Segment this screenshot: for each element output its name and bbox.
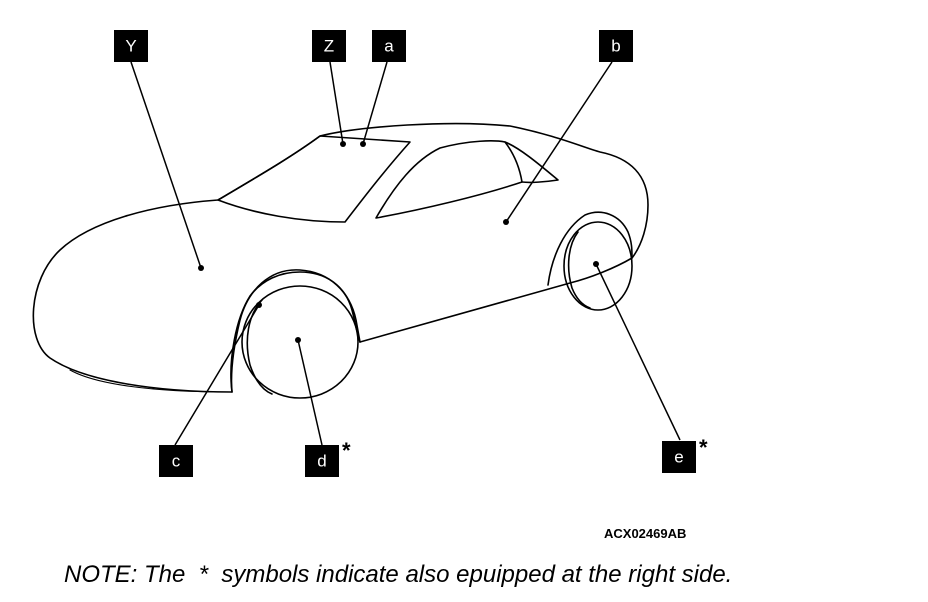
callout-a: a: [372, 30, 406, 62]
dot-a: [360, 141, 366, 147]
callout-Y: Y: [114, 30, 148, 62]
dot-d: [295, 337, 301, 343]
leader-d: [297, 339, 323, 446]
rear-wheel: [563, 221, 633, 311]
note-text: NOTE: The * symbols indicate also epuipp…: [64, 561, 733, 588]
callout-d: d *: [305, 438, 351, 477]
dot-c: [256, 302, 262, 308]
leader-e: [595, 263, 681, 441]
figure-code: ACX02469AB: [604, 526, 687, 541]
dot-Z: [340, 141, 346, 147]
front-bumper-line: [69, 369, 231, 393]
leader-c: [174, 304, 260, 446]
car-outline: [32, 122, 649, 399]
callout-c: c: [159, 445, 193, 477]
callout-b-label: b: [611, 37, 620, 56]
front-wheel-inner: [246, 299, 273, 395]
callout-b: b: [599, 30, 633, 62]
callout-c-label: c: [172, 452, 181, 471]
callout-e: e *: [662, 435, 708, 473]
leader-lines: [130, 61, 681, 446]
car-body: [32, 122, 649, 393]
callout-a-label: a: [384, 37, 394, 56]
callout-Z-label: Z: [324, 37, 334, 56]
rear-wheel-inner: [567, 231, 591, 309]
callout-d-asterisk: *: [342, 438, 351, 463]
dot-e: [593, 261, 599, 267]
callout-Z: Z: [312, 30, 346, 62]
rear-window: [504, 141, 559, 184]
rear-wheel-arch: [547, 211, 633, 286]
callout-Y-label: Y: [125, 37, 136, 56]
dot-Y: [198, 265, 204, 271]
leader-b: [505, 61, 613, 223]
callout-e-asterisk: *: [699, 435, 708, 460]
callout-d-label: d: [317, 452, 326, 471]
front-wheel-arch: [230, 271, 361, 393]
windshield: [217, 135, 411, 223]
leader-Y: [130, 61, 202, 269]
callout-e-label: e: [674, 448, 683, 467]
front-wheel: [241, 285, 359, 399]
side-window: [375, 140, 523, 219]
leader-Z: [329, 61, 344, 145]
leader-a: [362, 61, 388, 145]
dot-b: [503, 219, 509, 225]
